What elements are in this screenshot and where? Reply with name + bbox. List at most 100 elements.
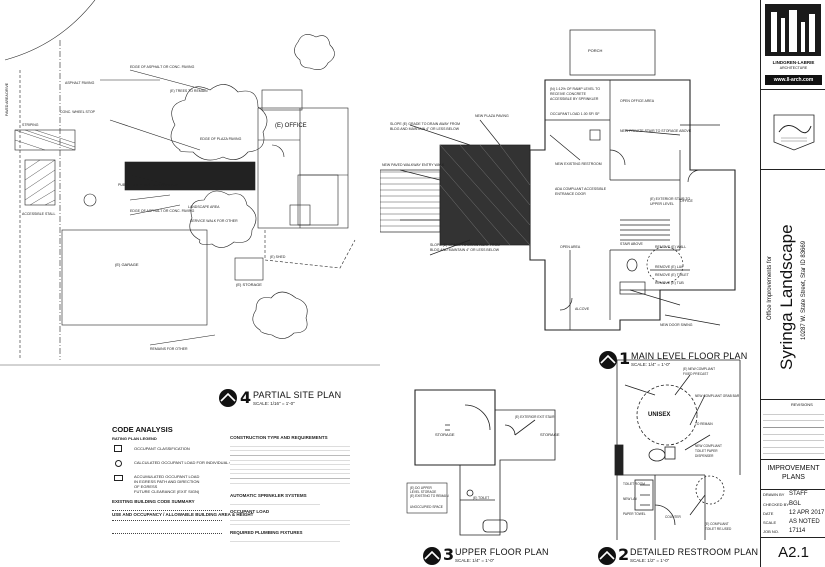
svg-text:SERVICE WALK FOR OTHER: SERVICE WALK FOR OTHER bbox=[190, 219, 238, 223]
north-arrow-icon bbox=[598, 547, 616, 565]
svg-text:(E) EXTERIOR EXIT STAIR: (E) EXTERIOR EXIT STAIR bbox=[515, 415, 555, 419]
firm-logo-icon bbox=[765, 4, 821, 56]
svg-text:PUBLIC COMPLIANT ADA WALKWAY: PUBLIC COMPLIANT ADA WALKWAY bbox=[118, 183, 179, 187]
legend-item-2: CALCULATED OCCUPANT LOAD FOR INDIVIDUAL … bbox=[134, 460, 255, 465]
existing-summary-title: EXISTING BUILDING CODE SUMMARY bbox=[112, 499, 195, 504]
drawing-number-2: 2 bbox=[618, 545, 630, 564]
svg-text:UPPER LEVEL: UPPER LEVEL bbox=[650, 202, 674, 206]
partial-site-plan-drawing: EDGE OF ASPHALT OR CONC. PAVING ASPHALT … bbox=[0, 0, 380, 366]
revisions-table bbox=[763, 408, 824, 458]
svg-text:(E) TREES TO REMAIN: (E) TREES TO REMAIN bbox=[170, 89, 208, 93]
project-address: 10287 W. State Street, Star ID 83669 bbox=[801, 240, 807, 340]
drawing-scale-partial-site: SCALE: 1/16" = 1'-0" bbox=[253, 401, 295, 406]
architect-seal-icon bbox=[773, 114, 815, 151]
svg-text:DISPENSER: DISPENSER bbox=[695, 454, 714, 458]
drawing-title-restroom: DETAILED RESTROOM PLAN bbox=[630, 547, 759, 557]
firm-name: LINDGREN-LABRIE bbox=[772, 60, 815, 65]
svg-text:OPEN AREA: OPEN AREA bbox=[560, 245, 581, 249]
legend-item-4: FUTURE CLEARANCE (EXIT SIGN) bbox=[134, 489, 200, 494]
svg-text:LANDSCAPE AREA: LANDSCAPE AREA bbox=[188, 205, 220, 209]
svg-text:NEW PLAZA PAVING: NEW PLAZA PAVING bbox=[475, 114, 509, 118]
checked-value: BGL bbox=[789, 501, 802, 507]
svg-text:TOILET RE-USED: TOILET RE-USED bbox=[705, 527, 732, 531]
drawn-label: DRAWN BY bbox=[763, 492, 785, 497]
label-porch: PORCH bbox=[588, 48, 603, 53]
svg-text:REMOVE (E) TOILET: REMOVE (E) TOILET bbox=[655, 273, 690, 277]
svg-text:NEW DOOR SWING: NEW DOOR SWING bbox=[660, 323, 693, 327]
svg-text:NEW COMPLIANT: NEW COMPLIANT bbox=[695, 444, 722, 448]
svg-text:ALCOVE: ALCOVE bbox=[575, 307, 590, 311]
label-storage-upper-2: STORAGE bbox=[540, 432, 560, 437]
label-garage: (E) GARAGE bbox=[115, 262, 139, 267]
svg-text:OCCUPANT LOAD 1.00 SF/ SF: OCCUPANT LOAD 1.00 SF/ SF bbox=[550, 112, 599, 116]
svg-text:(E) EXISTING TO REMAIN: (E) EXISTING TO REMAIN bbox=[410, 494, 449, 498]
svg-text:(E) SHED: (E) SHED bbox=[270, 255, 286, 259]
scale-value: AS NOTED bbox=[789, 519, 820, 525]
north-arrow-icon bbox=[423, 547, 441, 565]
svg-text:RECEIVE CONCRETE: RECEIVE CONCRETE bbox=[550, 92, 587, 96]
svg-text:TO REMAIN: TO REMAIN bbox=[695, 422, 713, 426]
svg-text:REMOVE (E) LAV: REMOVE (E) LAV bbox=[655, 265, 684, 269]
svg-text:ADA COMPLIANT ACCESSIBLE: ADA COMPLIANT ACCESSIBLE bbox=[555, 187, 607, 191]
occupant-load-text bbox=[230, 516, 350, 526]
svg-text:EDGE OF ASPHALT OR CONC. PAVIN: EDGE OF ASPHALT OR CONC. PAVING bbox=[130, 65, 195, 69]
existing-summary-text bbox=[112, 506, 222, 511]
project-info-box: Office Improvements for Syringa Landscap… bbox=[761, 170, 825, 400]
svg-text:NEW PAVED WALKWAY ENTRY WALK: NEW PAVED WALKWAY ENTRY WALK bbox=[382, 163, 445, 167]
svg-text:FIXED PRECAST: FIXED PRECAST bbox=[683, 372, 708, 376]
svg-text:REMAINS FOR OTHER: REMAINS FOR OTHER bbox=[150, 347, 188, 351]
north-arrow-icon bbox=[219, 389, 237, 407]
svg-text:REMOVE (E) TUB: REMOVE (E) TUB bbox=[655, 281, 684, 285]
svg-text:STAIR ABOVE: STAIR ABOVE bbox=[620, 242, 644, 246]
sheet-info-box: DRAWN BY STAFF CHECKED BY BGL DATE 12 AP… bbox=[761, 490, 825, 538]
svg-text:ACCESSIBLE STALL: ACCESSIBLE STALL bbox=[22, 212, 55, 216]
label-storage-upper-1: STORAGE bbox=[435, 432, 455, 437]
north-arrow-icon bbox=[599, 351, 617, 369]
svg-text:EDGE OF PLAZA PAVING: EDGE OF PLAZA PAVING bbox=[200, 137, 242, 141]
drawing-scale-upper-floor: SCALE: 1/4" = 1'-0" bbox=[455, 558, 495, 563]
svg-text:STRIPING: STRIPING bbox=[22, 123, 39, 127]
svg-text:TOILET PAPER: TOILET PAPER bbox=[695, 449, 718, 453]
svg-text:ASPHALT PAVING: ASPHALT PAVING bbox=[65, 81, 95, 85]
svg-text:NEW EXISTING RESTROOM: NEW EXISTING RESTROOM bbox=[555, 162, 602, 166]
sheet-title: IMPROVEMENT PLANS bbox=[767, 465, 820, 481]
occupancy-box-icon bbox=[114, 445, 122, 452]
project-subtitle: Office Improvements for bbox=[767, 256, 773, 320]
svg-text:(N) 1:12% OF RAMP LEVEL TO: (N) 1:12% OF RAMP LEVEL TO bbox=[550, 87, 600, 91]
scale-label: SCALE bbox=[763, 520, 777, 525]
occupant-load-circle-icon bbox=[115, 460, 122, 467]
firm-logo-box: LINDGREN-LABRIE ARCHITECTURE www.ll-arch… bbox=[761, 0, 825, 90]
svg-text:(E) TOILET: (E) TOILET bbox=[473, 496, 489, 500]
drawing-number-4: 4 bbox=[240, 388, 252, 407]
svg-text:OFFICE: OFFICE bbox=[680, 199, 693, 203]
svg-text:(E) EXTERIOR STAIR TO: (E) EXTERIOR STAIR TO bbox=[650, 197, 691, 201]
job-label: JOB NO. bbox=[763, 529, 780, 534]
title-block: LINDGREN-LABRIE ARCHITECTURE www.ll-arch… bbox=[760, 0, 825, 567]
construction-title: CONSTRUCTION TYPE AND REQUIREMENTS bbox=[230, 435, 328, 440]
code-analysis-title: CODE ANALYSIS bbox=[112, 425, 173, 434]
svg-text:ENTRANCE DOOR: ENTRANCE DOOR bbox=[555, 192, 586, 196]
svg-text:BLDG AND MAINTAIN 4" OR LESS B: BLDG AND MAINTAIN 4" OR LESS BELOW bbox=[390, 127, 460, 131]
legend-item-1: OCCUPANT CLASSIFICATION bbox=[134, 446, 190, 451]
sprinkler-title: AUTOMATIC SPRINKLER SYSTEMS bbox=[230, 493, 307, 498]
drawing-number-3: 3 bbox=[443, 545, 455, 564]
firm-website: www.ll-arch.com bbox=[765, 75, 822, 85]
construction-requirements-table bbox=[230, 442, 350, 487]
svg-text:UNOCCUPIED SPACE: UNOCCUPIED SPACE bbox=[410, 505, 443, 509]
svg-text:PAVED AREA DRIVE: PAVED AREA DRIVE bbox=[5, 82, 9, 116]
project-name: Syringa Landscape bbox=[777, 224, 796, 370]
drawing-scale-restroom: SCALE: 1/2" = 1'-0" bbox=[630, 558, 670, 563]
svg-text:SLOPE (E) GRADE TO DRAIN AWAY: SLOPE (E) GRADE TO DRAIN AWAY FROM bbox=[390, 122, 460, 126]
occupant-load-title: OCCUPANT LOAD bbox=[230, 509, 270, 514]
svg-text:PAPER TOWEL: PAPER TOWEL bbox=[623, 512, 646, 516]
job-value: 17114 bbox=[789, 528, 806, 534]
svg-text:(E) COMPLIANT: (E) COMPLIANT bbox=[705, 522, 729, 526]
drawing-number-1: 1 bbox=[619, 349, 631, 368]
svg-text:(E) NEW COMPLIANT: (E) NEW COMPLIANT bbox=[683, 367, 715, 371]
architect-stamp-box bbox=[761, 90, 825, 170]
svg-text:SLOPE (E) GRADE TO DRAIN AWAY: SLOPE (E) GRADE TO DRAIN AWAY FROM bbox=[430, 243, 500, 247]
use-occupancy-title: USE AND OCCUPANCY / ALLOWABLE BUILDING A… bbox=[112, 512, 254, 517]
firm-subtitle: ARCHITECTURE bbox=[779, 66, 808, 70]
sprinkler-text bbox=[230, 500, 320, 505]
